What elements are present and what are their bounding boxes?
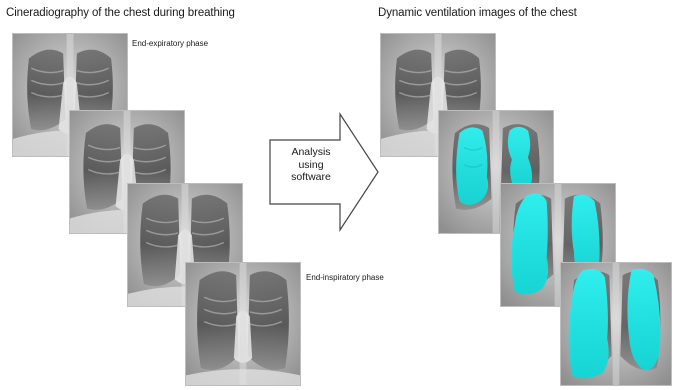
end-expiratory-label: End-expiratory phase (132, 39, 208, 48)
left-title: Cineradiography of the chest during brea… (6, 7, 235, 19)
analysis-arrow: Analysis using software (268, 112, 380, 232)
arrow-text-line-2: using (268, 159, 354, 172)
arrow-text-line-1: Analysis (268, 146, 354, 159)
arrow-text-line-3: software (268, 171, 354, 184)
cine-frame-4 (185, 262, 301, 386)
ventilation-frame-4 (560, 262, 672, 386)
arrow-text: Analysis using software (268, 146, 354, 184)
right-title: Dynamic ventilation images of the chest (378, 7, 577, 19)
end-inspiratory-label: End-inspiratory phase (306, 273, 384, 282)
